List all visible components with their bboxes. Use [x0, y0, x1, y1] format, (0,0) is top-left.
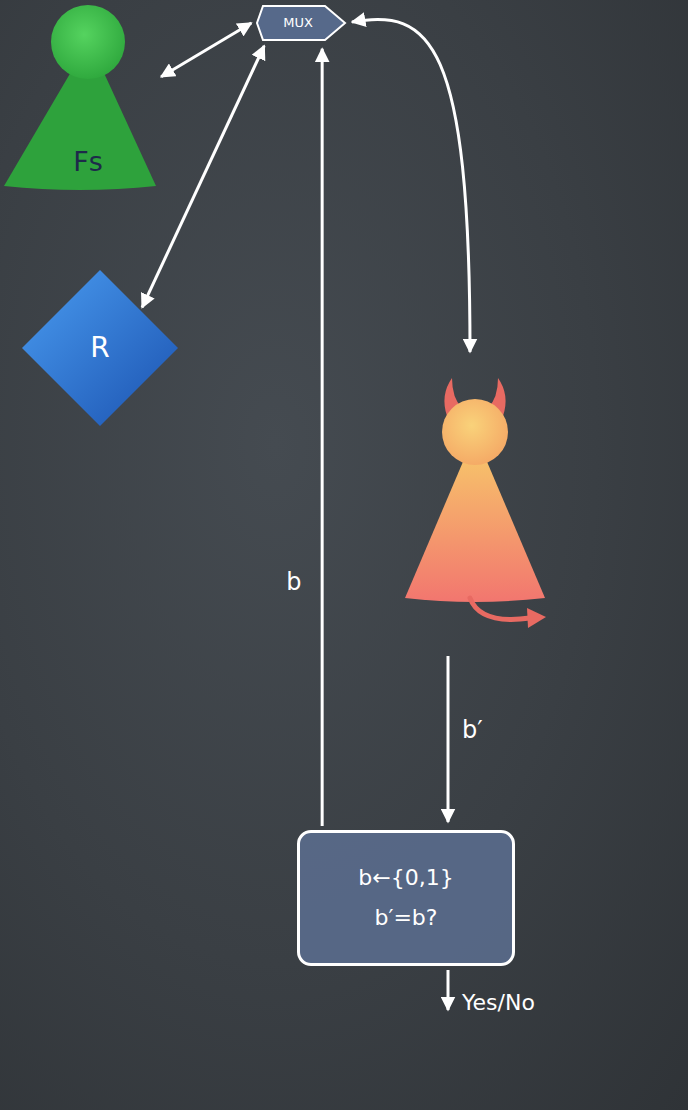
guess-arrow [447, 656, 450, 822]
edge-label: b [286, 568, 301, 597]
result-label: Yes/No [462, 990, 535, 1016]
node-label: R [90, 331, 109, 365]
connector-arrow [142, 46, 264, 308]
adversary-link [352, 19, 470, 352]
challenger-box: b←{0,1} b′=b? [297, 830, 515, 966]
output-arrow [447, 970, 450, 1010]
statement-text: b′=b? [374, 905, 437, 931]
party-figure: Fs [0, 0, 158, 192]
connector-arrow [321, 49, 324, 826]
resource-diamond: R [22, 270, 178, 426]
statement-text: b←{0,1} [358, 865, 453, 891]
connector-arrow [161, 23, 251, 77]
mux-box: MUX [255, 4, 347, 42]
node-label: Fs [73, 146, 103, 178]
node-label: MUX [283, 15, 313, 31]
guess-label: b′ [462, 716, 483, 745]
adversary-figure [405, 378, 546, 628]
